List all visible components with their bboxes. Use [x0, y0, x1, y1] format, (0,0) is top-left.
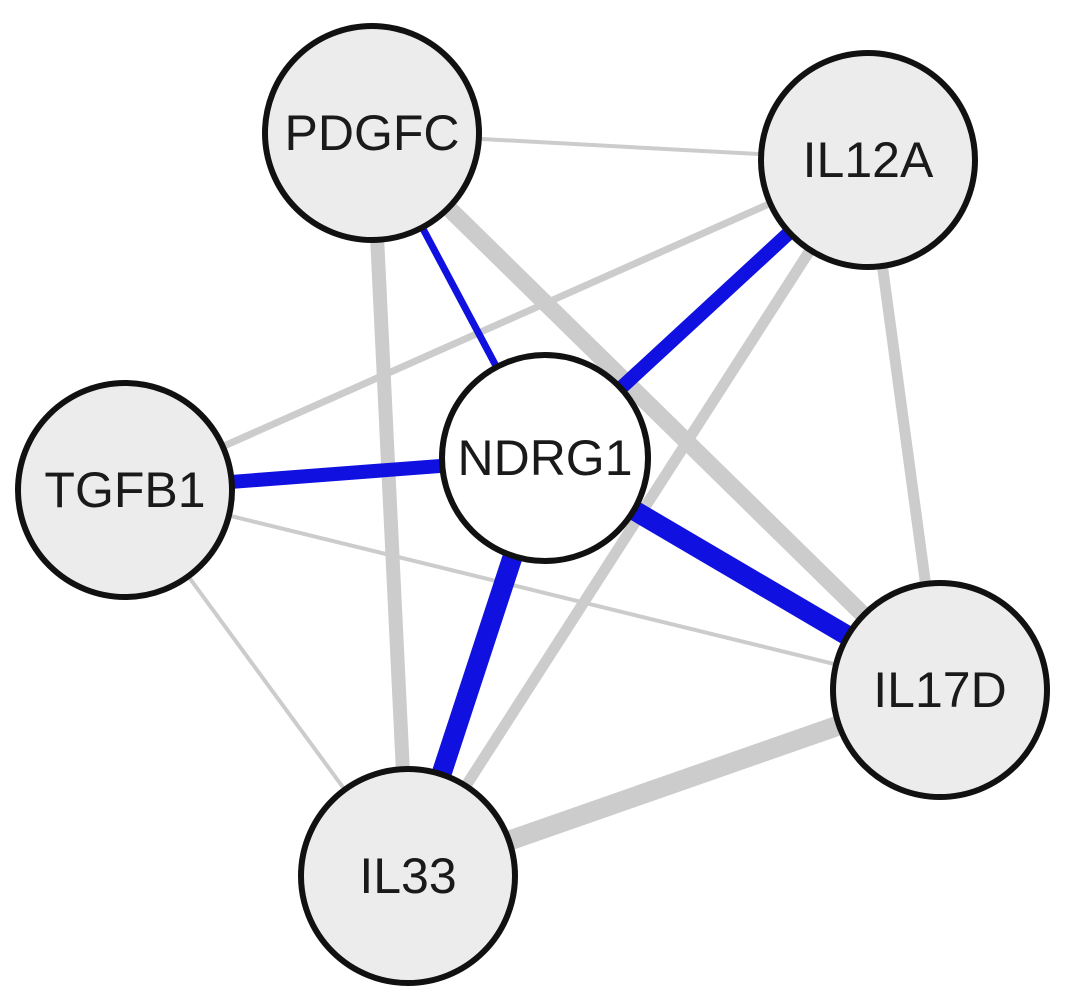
- node-circle-ndrg1: [439, 352, 651, 564]
- node-tgfb1[interactable]: TGFB1: [15, 380, 235, 600]
- node-circle-il17d: [830, 580, 1050, 800]
- node-label-il33: IL33: [359, 848, 456, 904]
- edge-il12a-tgfb1: [123, 156, 870, 494]
- node-label-tgfb1: TGFB1: [44, 462, 205, 518]
- node-ndrg1[interactable]: NDRG1: [439, 352, 651, 564]
- edge-pdgfc-il33: [365, 132, 415, 877]
- node-il12a[interactable]: IL12A: [758, 50, 978, 270]
- node-circle-il12a: [758, 50, 978, 270]
- node-label-ndrg1: NDRG1: [457, 430, 632, 486]
- node-label-il12a: IL12A: [803, 132, 934, 188]
- edge-pdgfc-il17d: [366, 126, 946, 697]
- node-circle-pdgfc: [262, 23, 482, 243]
- node-pdgfc[interactable]: PDGFC: [262, 23, 482, 243]
- node-circle-il33: [298, 766, 518, 986]
- node-circle-tgfb1: [15, 380, 235, 600]
- edge-tgfb1-il17d: [124, 488, 941, 692]
- node-il17d[interactable]: IL17D: [830, 580, 1050, 800]
- node-label-il17d: IL17D: [873, 662, 1006, 718]
- node-il33[interactable]: IL33: [298, 766, 518, 986]
- node-label-pdgfc: PDGFC: [285, 105, 460, 161]
